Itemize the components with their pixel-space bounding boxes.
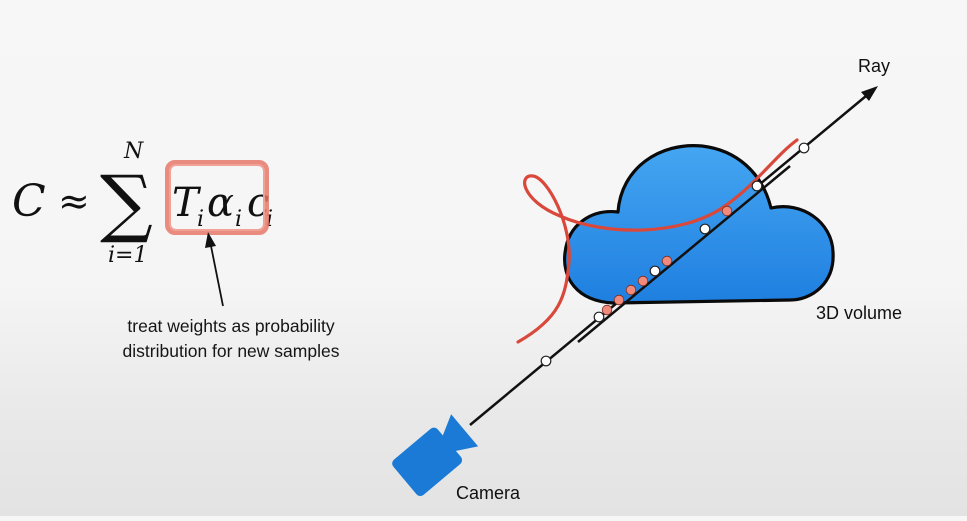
eq-sum-symbol: ∑ — [100, 160, 153, 246]
eq-lhs: C — [12, 176, 46, 227]
fine-sample-point — [637, 275, 649, 287]
camera-label: Camera — [456, 483, 521, 503]
fine-sample-point — [625, 284, 637, 296]
ray-inside-volume — [577, 165, 791, 343]
coarse-sample-point — [798, 142, 810, 154]
eq-alpha: α — [207, 180, 234, 226]
eq-approx: ≈ — [58, 179, 90, 223]
weights-highlight-box — [165, 160, 269, 235]
eq-transmittance: T — [172, 180, 202, 226]
fine-sample-point — [613, 294, 625, 306]
coarse-sample-point — [649, 265, 661, 277]
cloud-volume — [563, 144, 835, 305]
coarse-sample-point — [751, 180, 763, 192]
annotation-arrow — [205, 232, 224, 307]
eq-sub-c: i — [266, 207, 273, 232]
ray-label: Ray — [858, 56, 891, 76]
camera-icon — [392, 414, 479, 497]
coarse-samples — [540, 142, 810, 367]
coarse-sample-point — [699, 223, 711, 235]
volume-rendering-equation: C ≈ ∑ N i=1 T i α i c i — [12, 139, 273, 268]
eq-upper-limit: N — [123, 139, 144, 164]
weights-caption: treat weights as probability distributio… — [122, 316, 340, 361]
fine-sample-point — [661, 255, 673, 267]
coarse-sample-point — [593, 311, 605, 323]
eq-sub-t: i — [197, 207, 204, 232]
eq-lower-limit: i=1 — [108, 243, 147, 268]
weight-distribution-curve — [516, 138, 799, 344]
fine-samples — [601, 205, 733, 316]
fine-sample-point — [601, 304, 613, 316]
coarse-sample-point — [540, 355, 552, 367]
volume-label: 3D volume — [816, 303, 903, 323]
fine-sample-point — [721, 205, 733, 217]
eq-sub-alpha: i — [235, 207, 242, 232]
ray-arrowhead — [861, 86, 878, 101]
